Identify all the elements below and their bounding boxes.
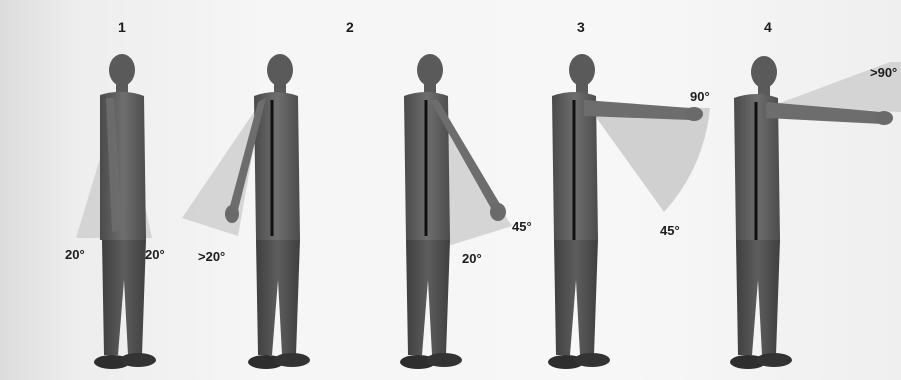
angle-label-2: >20°: [198, 250, 225, 263]
figure-3: [400, 54, 512, 369]
panel-number-2: 2: [346, 20, 354, 34]
angle-cone-4: [588, 106, 710, 212]
panel-number-4: 4: [764, 20, 772, 34]
panel-number-1: 1: [118, 20, 126, 34]
figure-5: [730, 56, 901, 369]
angle-label-3a: 45°: [512, 220, 532, 233]
panel-number-3: 3: [577, 20, 585, 34]
angle-label-1a: 20°: [65, 248, 85, 261]
angle-label-4a: 90°: [690, 90, 710, 103]
angle-label-1b: 20°: [145, 248, 165, 261]
angle-label-5: >90°: [870, 66, 897, 79]
figure-4: [548, 54, 710, 369]
figure-2: [182, 54, 310, 369]
figure-1: [76, 54, 156, 369]
angle-cone-2: [182, 100, 262, 236]
angle-label-3b: 20°: [462, 252, 482, 265]
angle-label-4b: 45°: [660, 224, 680, 237]
